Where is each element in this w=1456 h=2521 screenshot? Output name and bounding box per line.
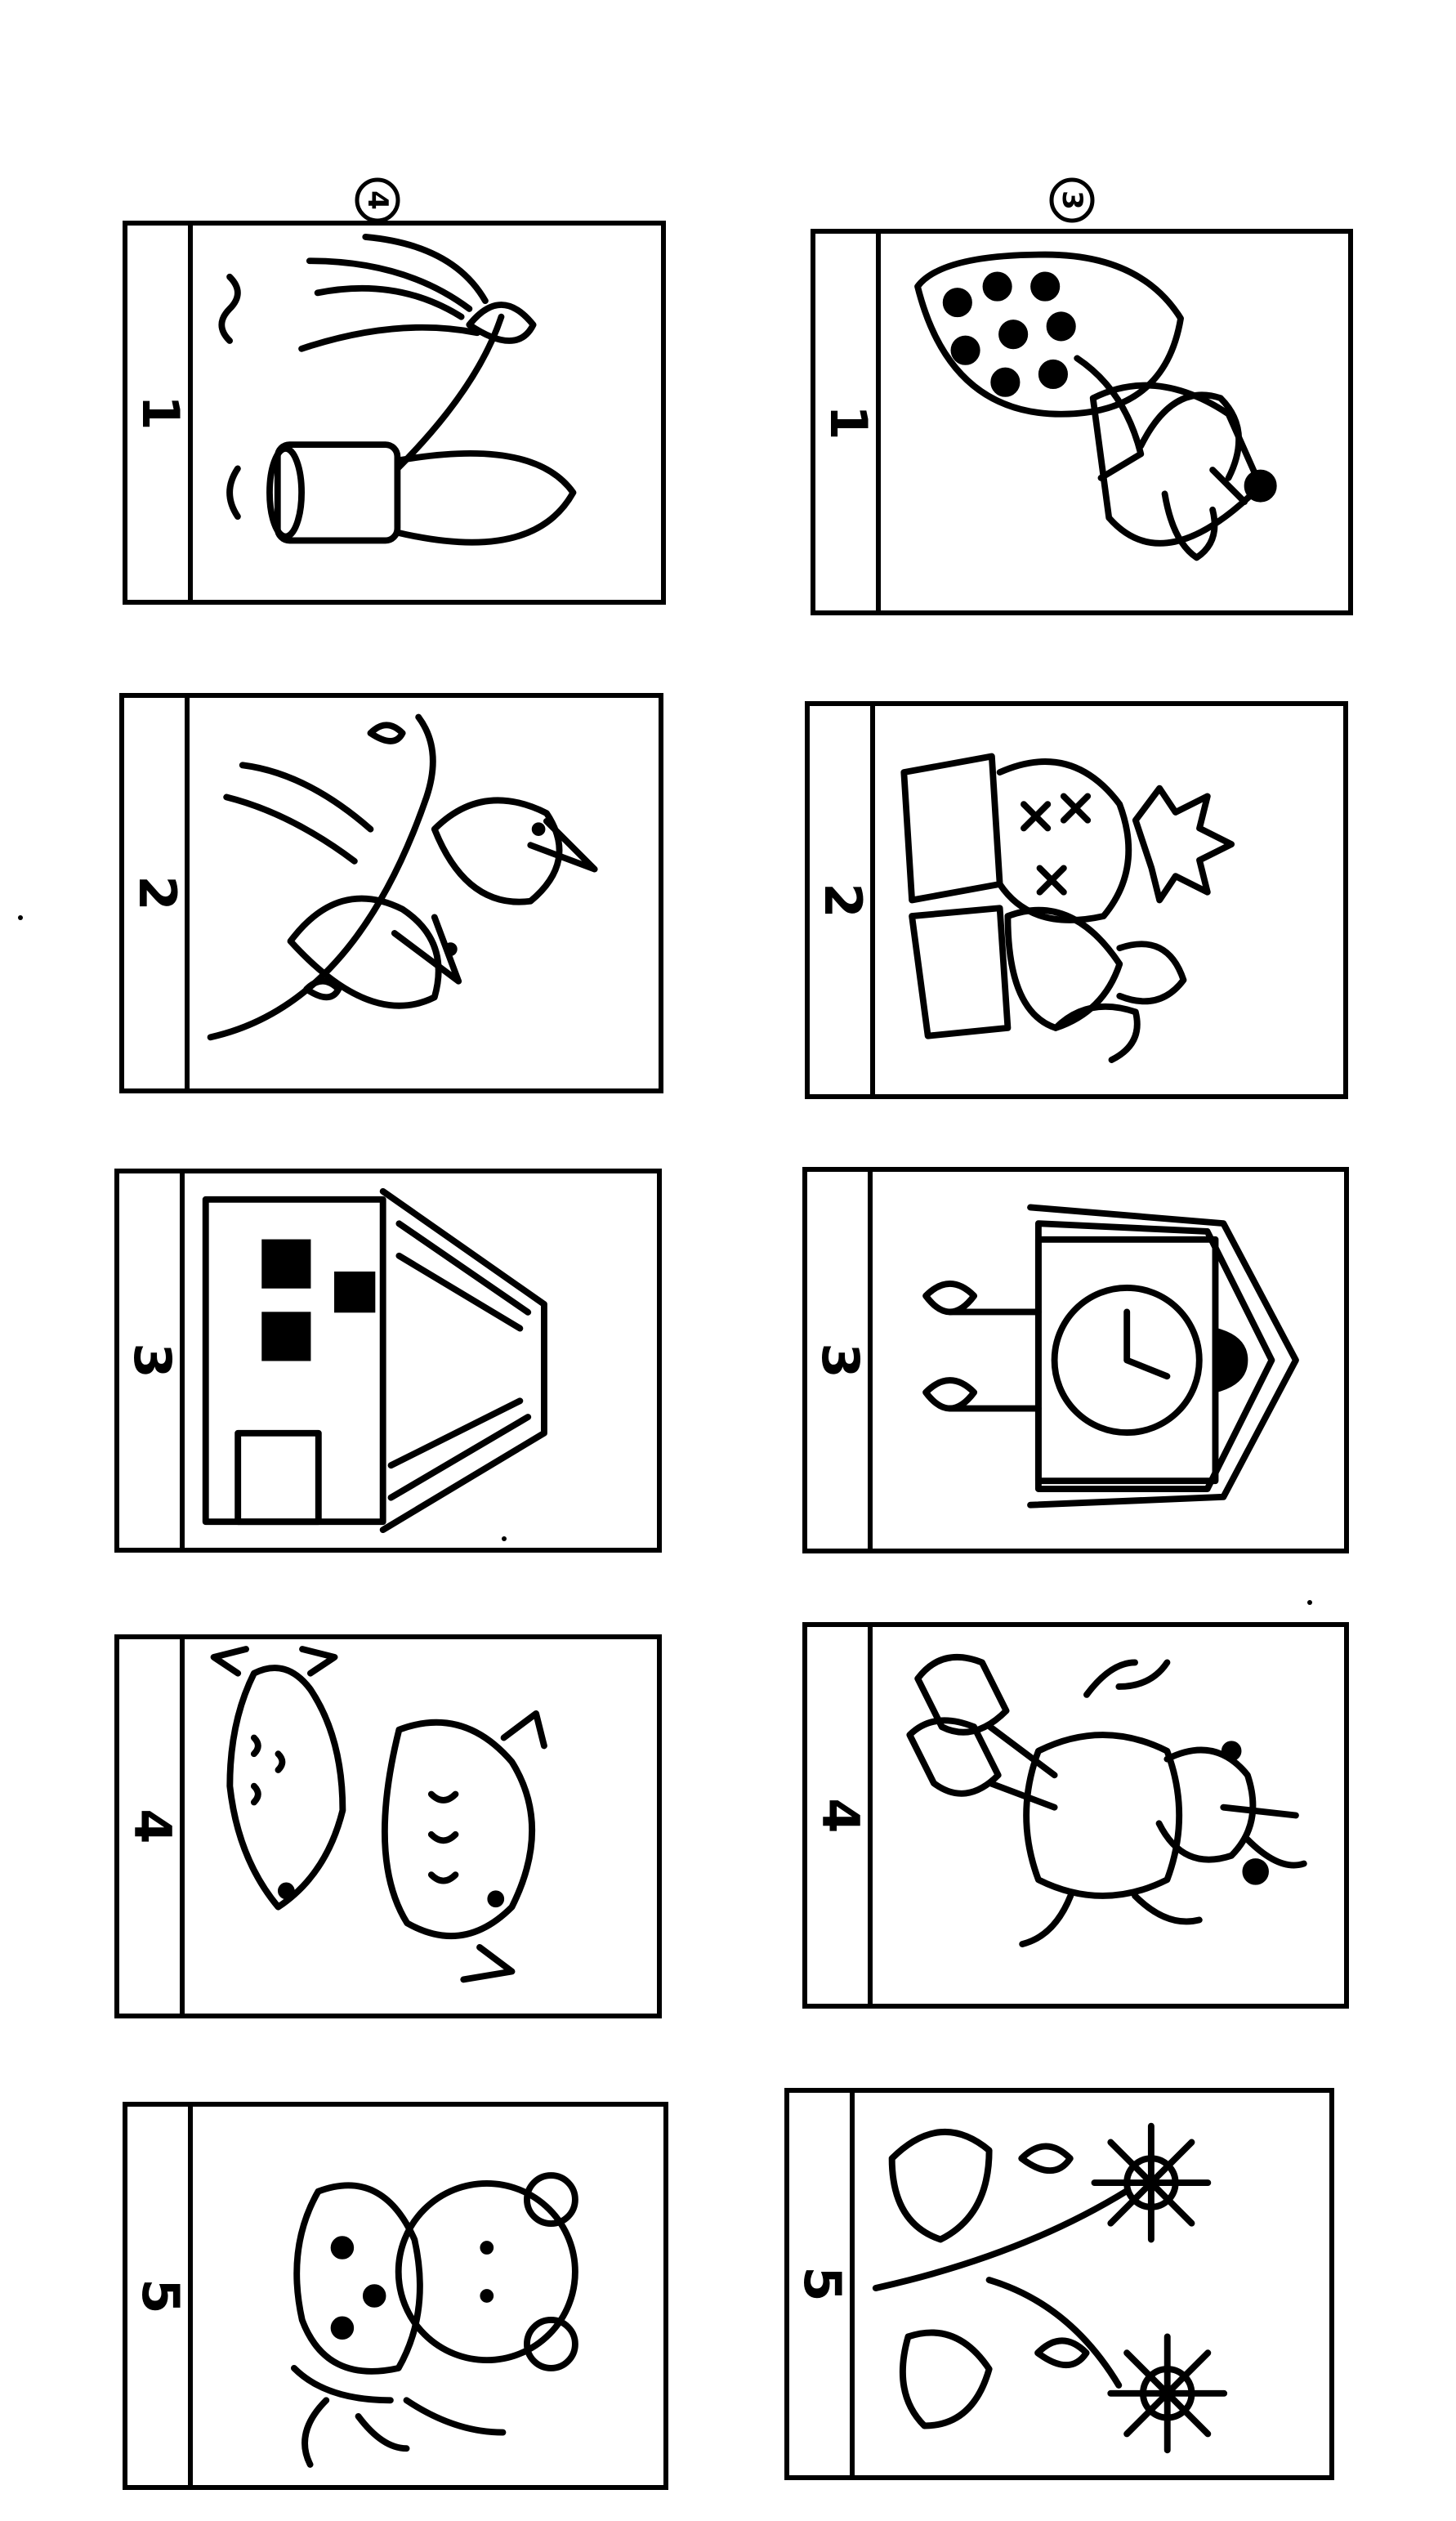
card-strip — [119, 1639, 185, 2014]
set-label-right-text: 3 — [1056, 190, 1088, 210]
watering-can-icon — [198, 226, 661, 600]
card-teapot: 1 — [811, 229, 1353, 615]
woodpeckers-icon — [194, 698, 659, 1088]
card-number: 5 — [131, 2277, 190, 2314]
cactus-icon — [880, 706, 1343, 1094]
card-number: 3 — [811, 1342, 870, 1379]
cuckoo-clock-icon — [878, 1172, 1344, 1549]
scan-speck — [18, 915, 23, 920]
card-woodpeckers: 2 — [119, 693, 663, 1093]
card-cuckoo-clock: 3 — [802, 1167, 1349, 1553]
card-number: 4 — [811, 1797, 870, 1834]
card-number: 1 — [819, 404, 878, 440]
card-number: 2 — [127, 875, 187, 911]
set-label-right: 3 — [1047, 176, 1096, 225]
card-number: 5 — [793, 2266, 852, 2302]
card-watering-can: 1 — [123, 221, 666, 605]
card-strip — [815, 234, 881, 610]
card-cactus: 2 — [805, 701, 1348, 1099]
card-flowers: 5 — [784, 2088, 1334, 2480]
set-label-left: 4 — [353, 176, 402, 225]
scan-speck — [1307, 1600, 1312, 1605]
card-pinocchio: 4 — [802, 1622, 1349, 2009]
card-number: 2 — [813, 882, 873, 919]
pinocchio-icon — [878, 1627, 1344, 2004]
scan-speck — [502, 1536, 507, 1541]
card-number: 1 — [131, 395, 190, 431]
card-strip — [127, 226, 193, 600]
flowers-icon — [860, 2093, 1329, 2475]
card-house: 3 — [114, 1169, 662, 1553]
card-number: 3 — [123, 1343, 182, 1379]
card-strip — [119, 1173, 185, 1548]
card-strip — [807, 1627, 873, 2004]
bear-and-rabbit-icon — [198, 2107, 663, 2485]
card-strip — [807, 1172, 873, 1549]
fish-icon — [190, 1639, 657, 2014]
card-strip — [127, 2107, 193, 2485]
house-icon — [190, 1173, 657, 1548]
card-strip — [124, 698, 190, 1088]
card-fish: 4 — [114, 1634, 662, 2018]
set-label-left-text: 4 — [361, 190, 394, 210]
card-strip — [810, 706, 875, 1094]
teapot-icon — [886, 234, 1348, 610]
card-strip — [789, 2093, 855, 2475]
card-bear-and-rabbit: 5 — [123, 2102, 668, 2490]
card-number: 4 — [123, 1808, 182, 1844]
